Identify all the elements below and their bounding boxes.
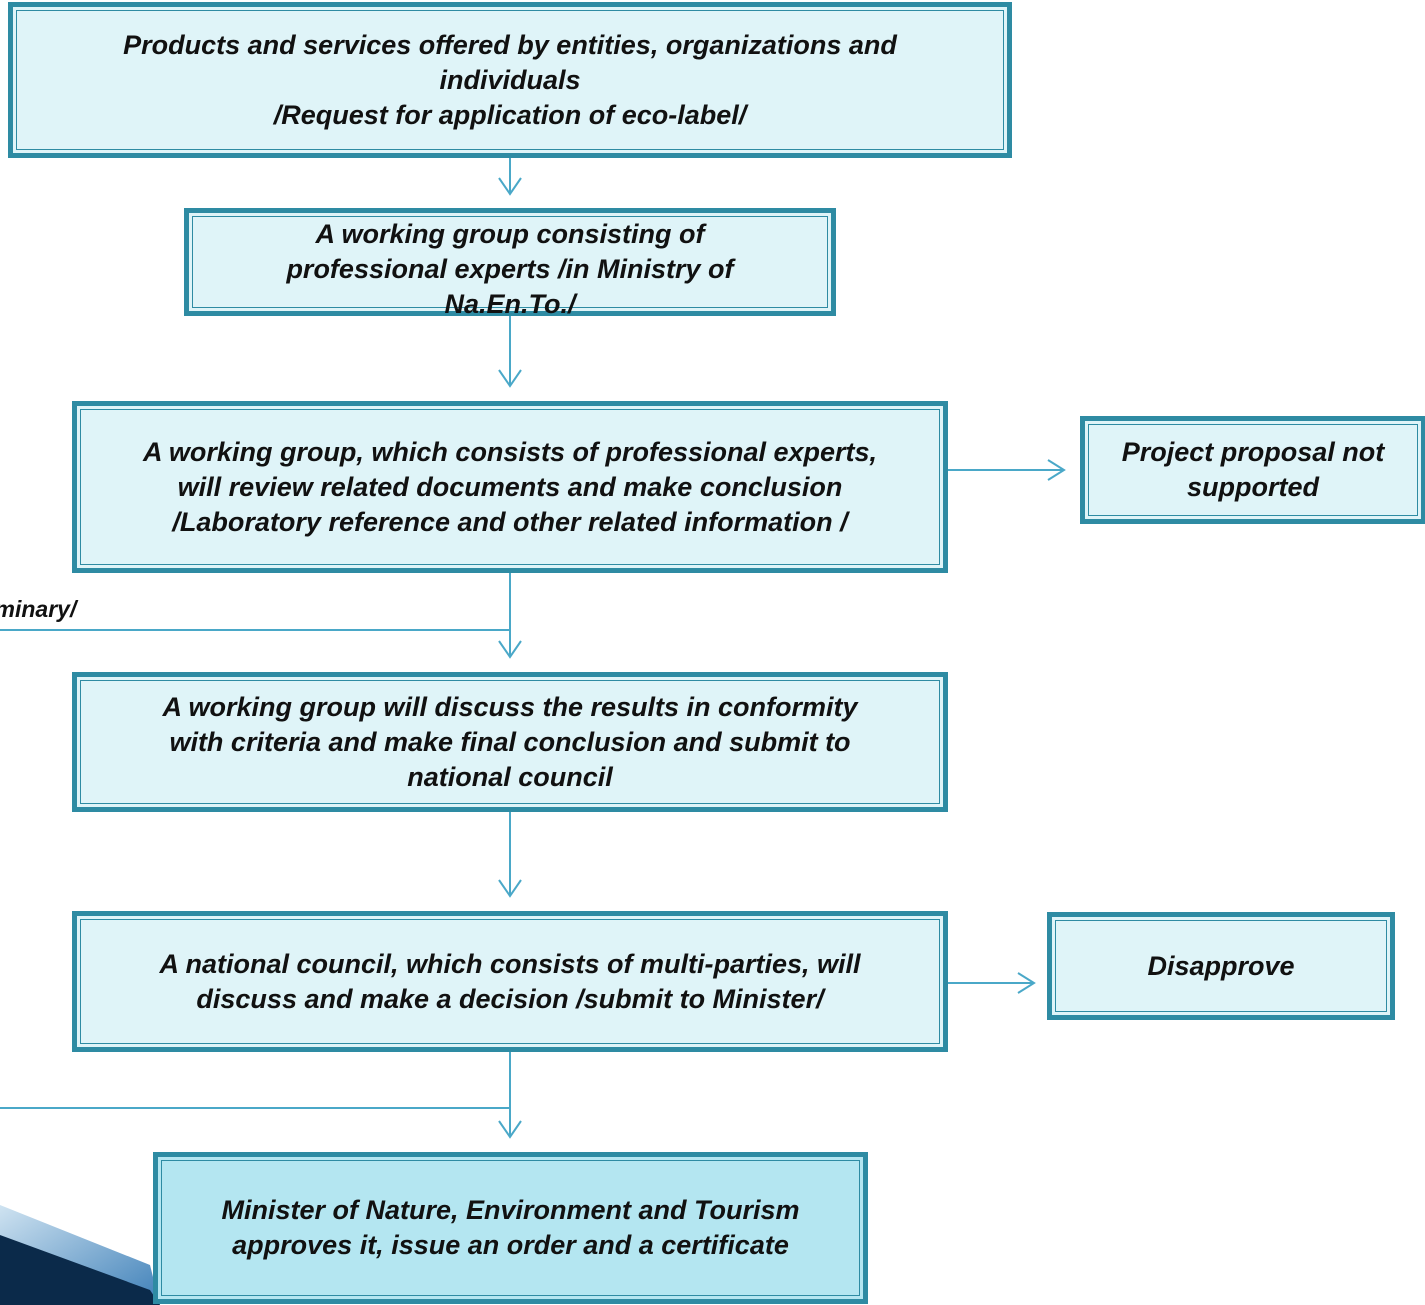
node-not-supported-line-2: supported bbox=[1187, 472, 1319, 502]
node-request: Products and services offered by entitie… bbox=[8, 2, 1012, 158]
node-working-group: A working group consisting of profession… bbox=[184, 208, 836, 319]
node-working-group-text: A working group consisting of profession… bbox=[189, 213, 831, 319]
arrowhead-3 bbox=[1047, 459, 1066, 481]
node-council: A national council, which consists of mu… bbox=[72, 911, 948, 1052]
node-not-supported-text: Project proposal not supported bbox=[1085, 421, 1421, 519]
node-minister-text: Minister of Nature, Environment and Tour… bbox=[158, 1157, 863, 1299]
node-disapprove-line-1: Disapprove bbox=[1147, 950, 1295, 981]
arrowhead-1 bbox=[498, 177, 522, 196]
node-not-supported: Project proposal not supported bbox=[1080, 416, 1425, 524]
node-request-line-1: Products and services offered by entitie… bbox=[123, 29, 897, 60]
node-review-line-2: will review related documents and make c… bbox=[177, 471, 843, 502]
arrowhead-2 bbox=[498, 369, 522, 388]
node-council-line-1: A national council, which consists of mu… bbox=[159, 948, 861, 979]
node-review-line-1: A working group, which consists of profe… bbox=[142, 436, 878, 467]
node-minister-line-1: Minister of Nature, Environment and Tour… bbox=[221, 1195, 800, 1225]
edge-label-preliminary: reliminary/ bbox=[0, 596, 77, 622]
node-discuss-line-2: with criteria and make final conclusion … bbox=[169, 726, 851, 757]
node-council-line-2: discuss and make a decision /submit to M… bbox=[196, 983, 824, 1014]
node-working-group-line-2: professional experts /in Ministry of bbox=[286, 254, 734, 284]
arrowhead-4 bbox=[498, 640, 522, 659]
node-request-line-2: individuals bbox=[439, 64, 581, 95]
node-discuss: A working group will discuss the results… bbox=[72, 672, 948, 812]
node-working-group-line-3: Na.En.To./ bbox=[444, 289, 576, 319]
arrowhead-6 bbox=[1017, 972, 1036, 994]
decorative-swoosh bbox=[0, 1205, 160, 1305]
node-disapprove-text: Disapprove bbox=[1052, 917, 1390, 1015]
node-working-group-line-1: A working group consisting of bbox=[315, 219, 705, 249]
node-request-line-3: /Request for application of eco-label/ bbox=[273, 99, 747, 130]
node-discuss-line-3: national council bbox=[407, 761, 613, 792]
node-discuss-text: A working group will discuss the results… bbox=[77, 677, 943, 807]
node-minister: Minister of Nature, Environment and Tour… bbox=[153, 1152, 868, 1304]
node-request-text: Products and services offered by entitie… bbox=[13, 7, 1007, 153]
node-not-supported-line-1: Project proposal not bbox=[1121, 437, 1385, 467]
node-discuss-line-1: A working group will discuss the results… bbox=[162, 691, 858, 722]
arrowhead-7 bbox=[498, 1120, 522, 1139]
node-review: A working group, which consists of profe… bbox=[72, 401, 948, 573]
node-review-text: A working group, which consists of profe… bbox=[77, 406, 943, 568]
node-minister-line-2: approves it, issue an order and a certif… bbox=[232, 1230, 789, 1260]
node-council-text: A national council, which consists of mu… bbox=[77, 916, 943, 1047]
node-review-line-3: /Laboratory reference and other related … bbox=[172, 506, 848, 537]
node-disapprove: Disapprove bbox=[1047, 912, 1395, 1020]
arrowhead-5 bbox=[498, 879, 522, 898]
